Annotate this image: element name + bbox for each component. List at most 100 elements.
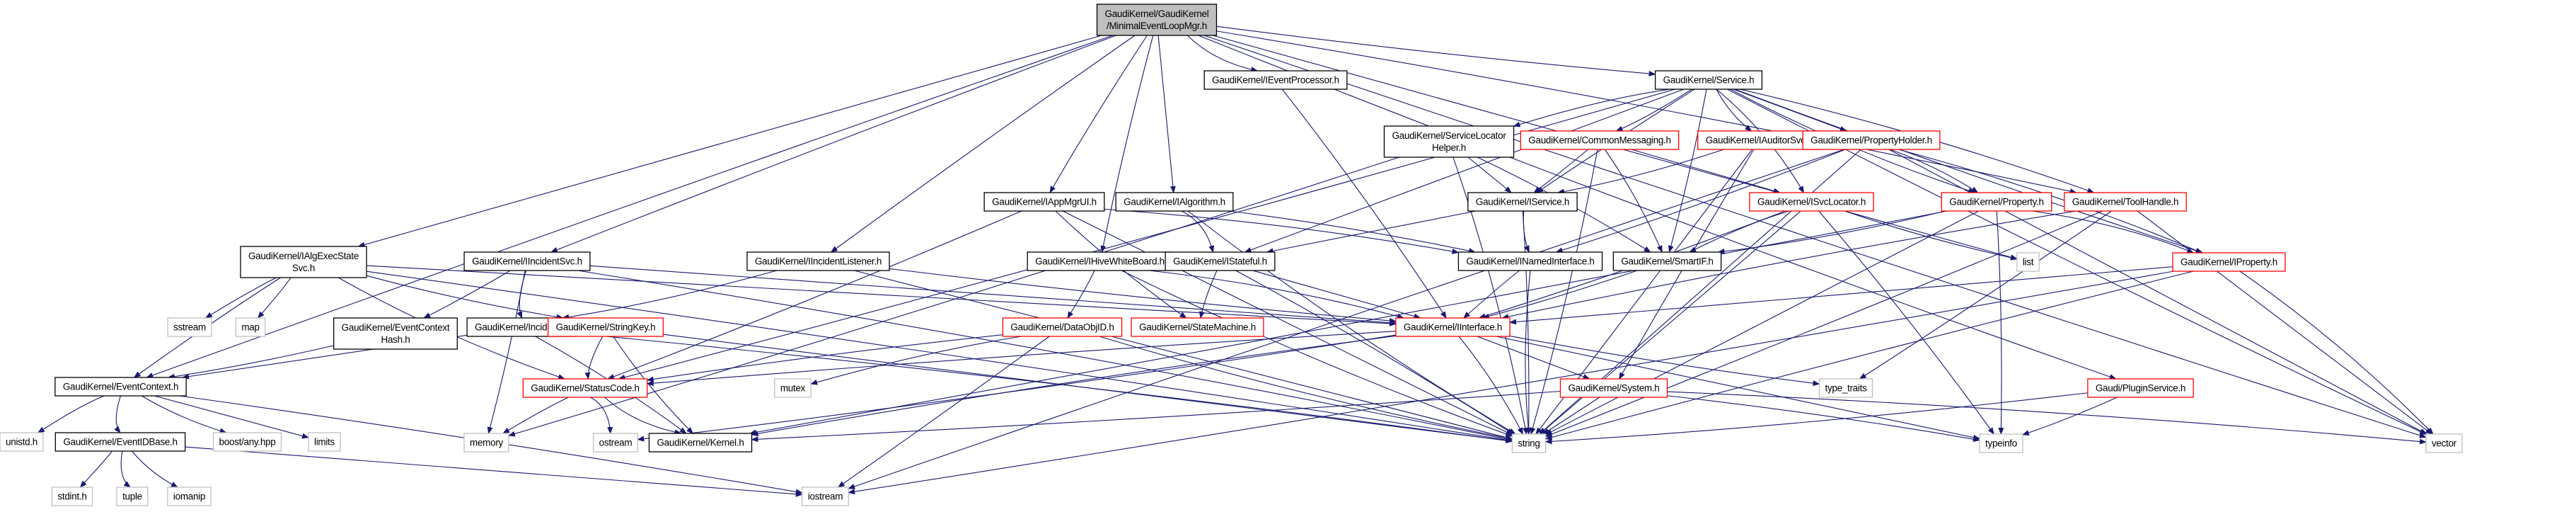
graph-node-system[interactable]: GaudiKernel/System.h [1559,378,1668,398]
graph-node-vector[interactable]: vector [2425,433,2463,453]
node-label: GaudiKernel/StateMachine.h [1139,322,1256,333]
node-label: GaudiKernel/ISvcLocator.h [1757,197,1866,207]
edge-root-to-iincidentsvc [550,35,1116,253]
graph-node-kernel[interactable]: GaudiKernel/Kernel.h [648,433,753,453]
node-label: map [241,322,259,333]
node-label: /MinimalEventLoopMgr.h [1107,21,1207,31]
graph-node-eventcontext[interactable]: GaudiKernel/EventContext.h [54,377,187,397]
graph-node-iservice[interactable]: GaudiKernel/IService.h [1467,192,1578,212]
node-box [1457,251,1603,271]
graph-node-memory[interactable]: memory [463,433,509,453]
node-label: GaudiKernel/CommonMessaging.h [1528,135,1670,146]
edge-property-to-typeinfo [1996,210,2004,435]
graph-node-iomanip[interactable]: iomanip [167,487,212,506]
edge-property-to-smartif [1717,210,1946,254]
graph-node-smartif[interactable]: GaudiKernel/SmartIF.h [1612,251,1722,271]
graph-node-propertyholder[interactable]: GaudiKernel/PropertyHolder.h [1802,130,1941,150]
node-box [1467,192,1578,212]
edge-propertyholder-to-iproperty [1898,149,2203,254]
graph-node-commonmessaging[interactable]: GaudiKernel/CommonMessaging.h [1520,130,1680,150]
edge-iproperty-to-string [1544,271,2194,440]
graph-node-typeinfo[interactable]: typeinfo [1979,433,2023,453]
node-label: GaudiKernel/IProperty.h [2181,257,2277,268]
edge-eventidbase-to-iomanip [132,450,178,488]
node-label: tuple [122,491,142,502]
graph-node-ostream[interactable]: ostream [593,433,638,453]
node-box [548,317,664,337]
graph-node-property[interactable]: GaudiKernel/Property.h [1941,192,2052,212]
node-label: GaudiKernel/IAlgExecState [248,251,359,261]
graph-node-map[interactable]: map [235,317,266,337]
node-label: GaudiKernel/Incident.h [475,322,567,333]
graph-node-eventidbase[interactable]: GaudiKernel/EventIDBase.h [54,432,186,452]
node-label: Svc.h [292,263,315,273]
graph-node-ieventprocessor[interactable]: GaudiKernel/IEventProcessor.h [1203,70,1348,90]
node-label: unistd.h [6,437,37,448]
graph-node-limits[interactable]: limits [308,432,341,452]
graph-node-istateful[interactable]: GaudiKernel/IStateful.h [1165,251,1276,271]
edge-eventidbase-to-iostream [185,446,803,497]
node-label: GaudiKernel/SmartIF.h [1621,256,1713,267]
graph-node-iincidentsvc[interactable]: GaudiKernel/IIncidentSvc.h [463,251,591,271]
graph-node-sstream[interactable]: sstream [167,317,212,337]
graph-node-inamedinterface[interactable]: GaudiKernel/INamedInterface.h [1457,251,1603,271]
graph-node-root[interactable]: GaudiKernel/GaudiKernel/MinimalEventLoop… [1096,4,1218,36]
graph-node-iappmgrui[interactable]: GaudiKernel/IAppMgrUI.h [983,192,1105,212]
edge-root-to-iappmgrui [1049,35,1148,193]
graph-node-unistd[interactable]: unistd.h [0,432,44,452]
graph-node-statemachine[interactable]: GaudiKernel/StateMachine.h [1131,317,1264,337]
node-box [116,487,149,506]
node-box [1131,317,1264,337]
graph-node-ialgorithm[interactable]: GaudiKernel/IAlgorithm.h [1115,192,1234,212]
graph-node-boostany[interactable]: boost/any.hpp [212,432,282,452]
edge-service-to-smartif [1668,89,1707,253]
graph-node-pluginservice[interactable]: Gaudi/PluginService.h [2087,378,2194,398]
graph-node-toolhandle[interactable]: GaudiKernel/ToolHandle.h [2064,192,2187,212]
graph-node-stdint[interactable]: stdint.h [51,487,93,506]
edge-propertyholder-to-inamedinterface [1555,149,1846,254]
graph-node-iproperty[interactable]: GaudiKernel/IProperty.h [2172,252,2286,272]
node-box [648,433,753,453]
graph-node-iostream[interactable]: iostream [802,487,849,506]
graph-node-isvclocator[interactable]: GaudiKernel/ISvcLocator.h [1749,192,1874,212]
graph-node-iinterface[interactable]: GaudiKernel/IInterface.h [1395,317,1511,337]
edge-propertyholder-to-vector [1888,149,2427,435]
graph-node-tuple[interactable]: tuple [116,487,149,506]
graph-node-stringkey[interactable]: GaudiKernel/StringKey.h [548,317,664,337]
graph-node-type_traits[interactable]: type_traits [1818,378,1873,398]
edge-system-to-kernel [751,390,1561,443]
graph-node-iauditorsvc[interactable]: GaudiKernel/IAuditorSvc.h [1697,130,1821,150]
node-label: Hash.h [381,334,410,345]
edge-dataobjid-to-string [1099,336,1513,441]
node-box [1002,317,1123,337]
node-box [1818,378,1873,398]
edge-service-to-iproperty [1735,89,2204,254]
node-box [746,251,890,271]
edge-ialgorithm-to-istateful [1181,210,1215,253]
node-box [1520,130,1680,150]
node-label: GaudiKernel/IAppMgrUI.h [992,197,1097,207]
edge-eventidbase-to-stdint [79,450,112,488]
node-box [54,377,187,397]
graph-node-statuscode[interactable]: GaudiKernel/StatusCode.h [522,378,648,398]
graph-node-ihivewhiteboard[interactable]: GaudiKernel/IHiveWhiteBoard.h [1027,251,1173,271]
graph-node-dataobjid[interactable]: GaudiKernel/DataObjID.h [1002,317,1123,337]
graph-node-list[interactable]: list [2016,252,2040,272]
graph-node-mutex[interactable]: mutex [774,378,812,398]
node-box [1697,130,1821,150]
edge-ihivewhiteboard-to-iinterface [1149,270,1404,319]
node-box [1654,70,1763,90]
node-box [2087,378,2194,398]
graph-node-service[interactable]: GaudiKernel/Service.h [1654,70,1763,90]
edge-service-to-statuscode [618,89,1675,380]
graph-node-iincidentlistener[interactable]: GaudiKernel/IIncidentListener.h [746,251,890,271]
graph-node-string[interactable]: string [1511,433,1547,453]
node-label: GaudiKernel/Kernel.h [657,438,744,448]
node-label: GaudiKernel/INamedInterface.h [1466,256,1594,267]
node-layer: GaudiKernel/GaudiKernel/MinimalEventLoop… [0,4,2463,506]
edge-root-to-ialgexecstatesvc [357,35,1102,248]
node-label: GaudiKernel/IIncidentSvc.h [472,256,582,267]
